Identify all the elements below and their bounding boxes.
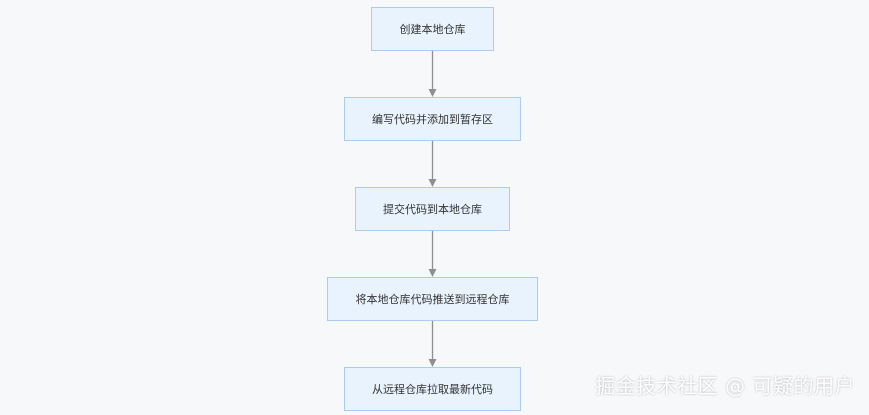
flow-node-label: 从远程仓库拉取最新代码 <box>372 383 493 396</box>
flow-node-pull-remote: 从远程仓库拉取最新代码 <box>344 367 521 411</box>
flow-node-push-remote: 将本地仓库代码推送到远程仓库 <box>327 277 538 321</box>
flow-node-label: 提交代码到本地仓库 <box>383 203 482 216</box>
edge-1-2 <box>428 51 437 97</box>
edge-4-5-arrowhead <box>428 359 437 367</box>
flow-node-commit-local: 提交代码到本地仓库 <box>355 187 510 231</box>
edge-1-2-arrowhead <box>428 89 437 97</box>
flow-node-create-local-repo: 创建本地仓库 <box>371 7 494 51</box>
flow-node-add-to-staging: 编写代码并添加到暂存区 <box>344 97 521 141</box>
edge-3-4 <box>428 231 437 277</box>
edge-2-3-arrowhead <box>428 179 437 187</box>
flow-node-label: 将本地仓库代码推送到远程仓库 <box>355 293 510 306</box>
edge-2-3 <box>428 141 437 187</box>
edge-4-5 <box>428 321 437 367</box>
flow-node-label: 编写代码并添加到暂存区 <box>372 113 493 126</box>
watermark-text: 掘金技术社区 @ 可疑的用户 <box>595 374 855 398</box>
edge-3-4-arrowhead <box>428 269 437 277</box>
flow-node-label: 创建本地仓库 <box>399 23 466 36</box>
